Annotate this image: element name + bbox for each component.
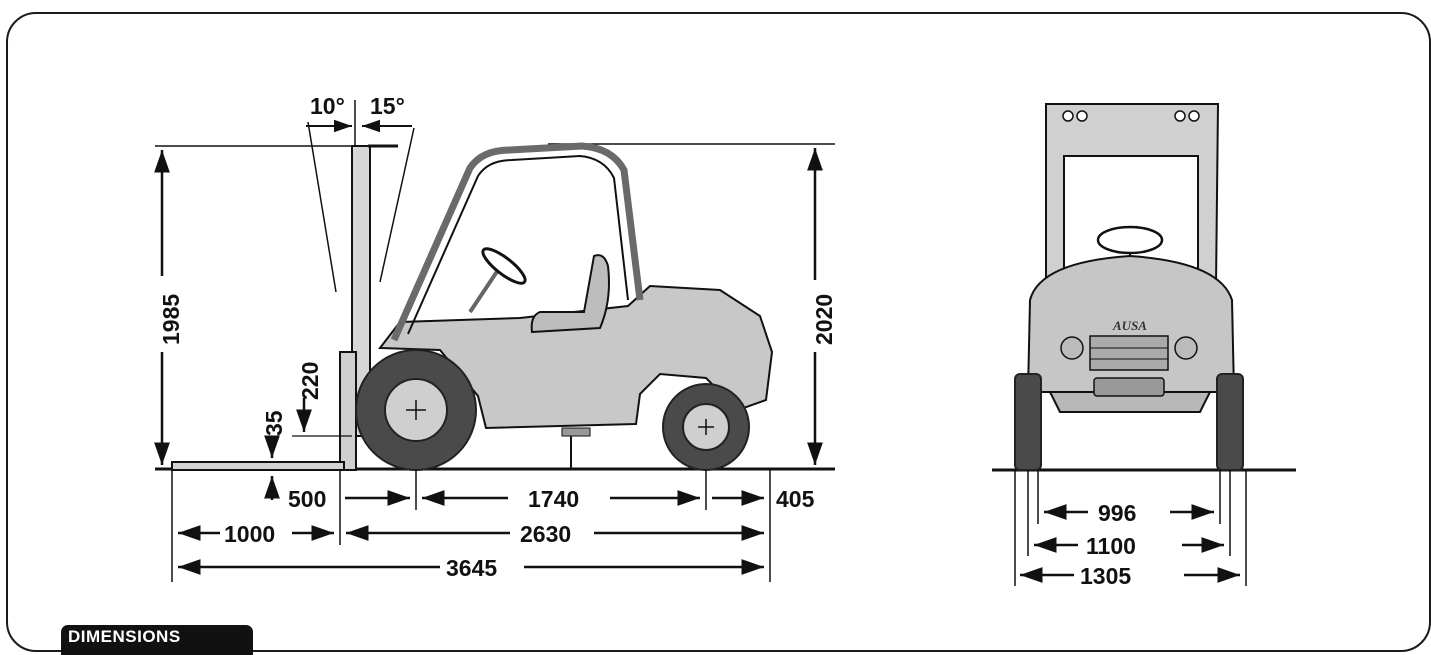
total-width-label: 1305 [1080, 563, 1131, 589]
side-view [154, 100, 835, 582]
fork-length-label: 1000 [224, 521, 275, 547]
cab-frame [390, 142, 644, 342]
tilt-back-guide [307, 121, 337, 293]
total-length-label: 3645 [446, 555, 497, 581]
seat [530, 254, 610, 334]
carriage [339, 351, 357, 471]
brand-logo: AUSA [1112, 318, 1147, 333]
tilt-fwd-guide [379, 127, 415, 283]
tyre-right [1216, 373, 1244, 471]
height-total-label: 2020 [811, 294, 837, 345]
front-steering-wheel [1096, 225, 1164, 255]
angle-fwd-label: 15° [370, 93, 405, 119]
fork-to-wheel-label: 500 [288, 486, 326, 512]
headlight-right [1174, 336, 1198, 360]
angle-back-label: 10° [310, 93, 345, 119]
dimensions-tab: DIMENSIONS [61, 625, 253, 655]
front-view: AUSA [992, 103, 1296, 586]
steering-column [468, 268, 500, 314]
headlight-left [1060, 336, 1084, 360]
body [378, 284, 774, 430]
body-length-label: 2630 [520, 521, 571, 547]
height-mast-label: 1985 [158, 294, 184, 345]
forklift-front: AUSA [1014, 103, 1244, 471]
rear-overhang-label: 405 [776, 486, 815, 512]
fork [171, 461, 345, 471]
steering-wheel [481, 247, 527, 285]
tyre-left [1014, 373, 1042, 471]
grille [1089, 335, 1169, 371]
inner-width-label: 996 [1098, 500, 1136, 526]
wheelbase-label: 1740 [528, 486, 579, 512]
dimensions-tab-label: DIMENSIONS [68, 627, 181, 646]
fork-lift-height-label: 220 [297, 362, 323, 400]
fork-clearance-label: 35 [261, 410, 287, 436]
cab-frame-inner [407, 154, 629, 335]
track-width-label: 1100 [1086, 533, 1136, 559]
forklift-side [171, 100, 774, 471]
